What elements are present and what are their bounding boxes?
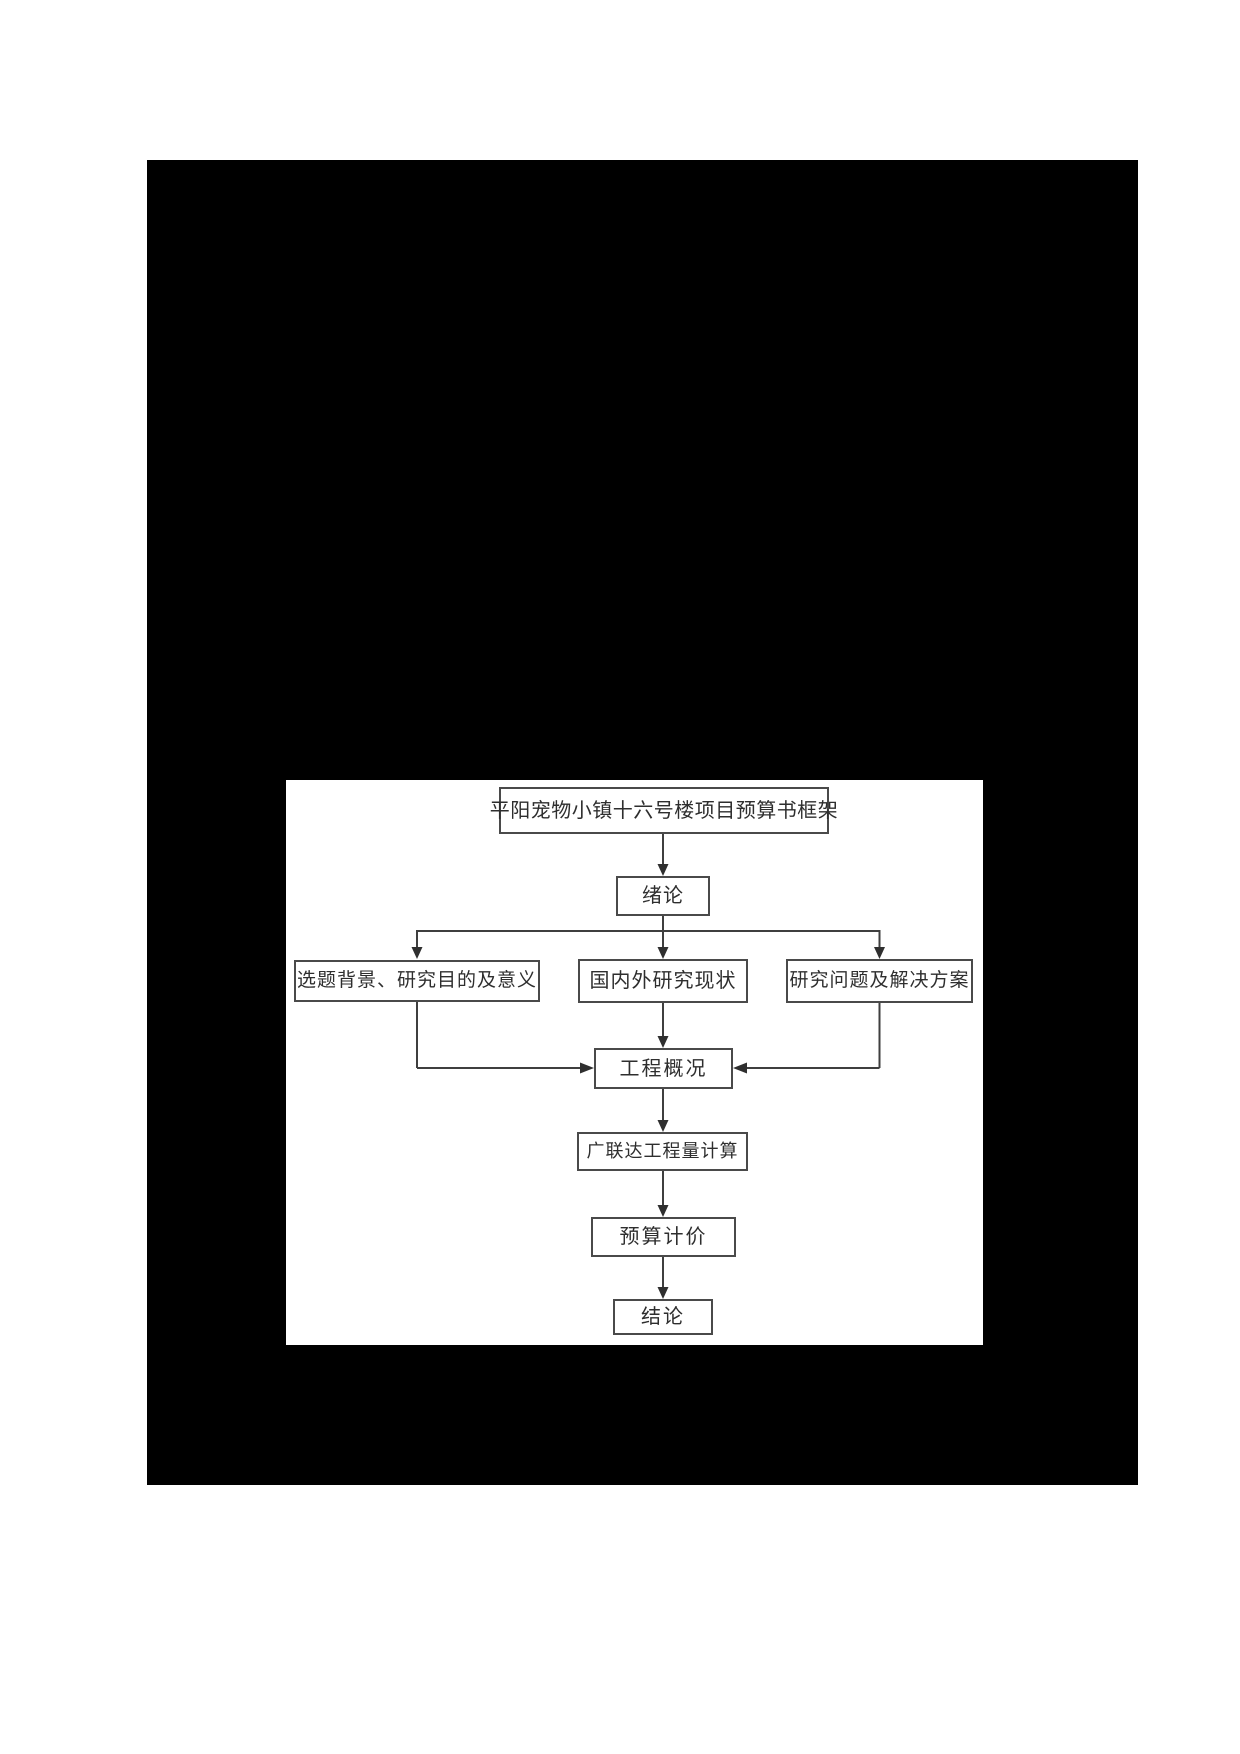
connector-overview-to-glodon — [657, 1089, 669, 1132]
flowchart-node-project-overview: 工程概况 — [594, 1048, 733, 1089]
flowchart-figure: 平阳宠物小镇十六号楼项目预算书框架 绪论 选题背景、研究目的及意义 国内外研究现… — [286, 780, 983, 1345]
connector-background-to-overview — [416, 1002, 594, 1074]
page-background-block: 平阳宠物小镇十六号楼项目预算书框架 绪论 选题背景、研究目的及意义 国内外研究现… — [147, 160, 1138, 1485]
flowchart-node-project-framework: 平阳宠物小镇十六号楼项目预算书框架 — [490, 787, 838, 834]
flowchart-node-conclusion: 结论 — [613, 1299, 713, 1335]
connector-status-to-overview — [657, 1003, 669, 1048]
connector-root-to-introduction — [657, 834, 669, 876]
connector-pricing-to-conclusion — [657, 1257, 669, 1299]
connector-glodon-to-pricing — [657, 1171, 669, 1217]
connector-introduction-branch — [411, 916, 885, 959]
flowchart-node-problems-solutions: 研究问题及解决方案 — [786, 959, 973, 1003]
flowchart-node-introduction: 绪论 — [616, 876, 710, 916]
flowchart-node-budget-pricing: 预算计价 — [591, 1217, 736, 1257]
connector-problems-to-overview — [733, 1003, 881, 1074]
flowchart-node-topic-background: 选题背景、研究目的及意义 — [294, 960, 540, 1002]
flowchart-node-glodon-quantity-calc: 广联达工程量计算 — [577, 1132, 748, 1171]
flowchart-node-research-status: 国内外研究现状 — [578, 959, 748, 1003]
flowchart-connectors — [411, 834, 885, 1299]
